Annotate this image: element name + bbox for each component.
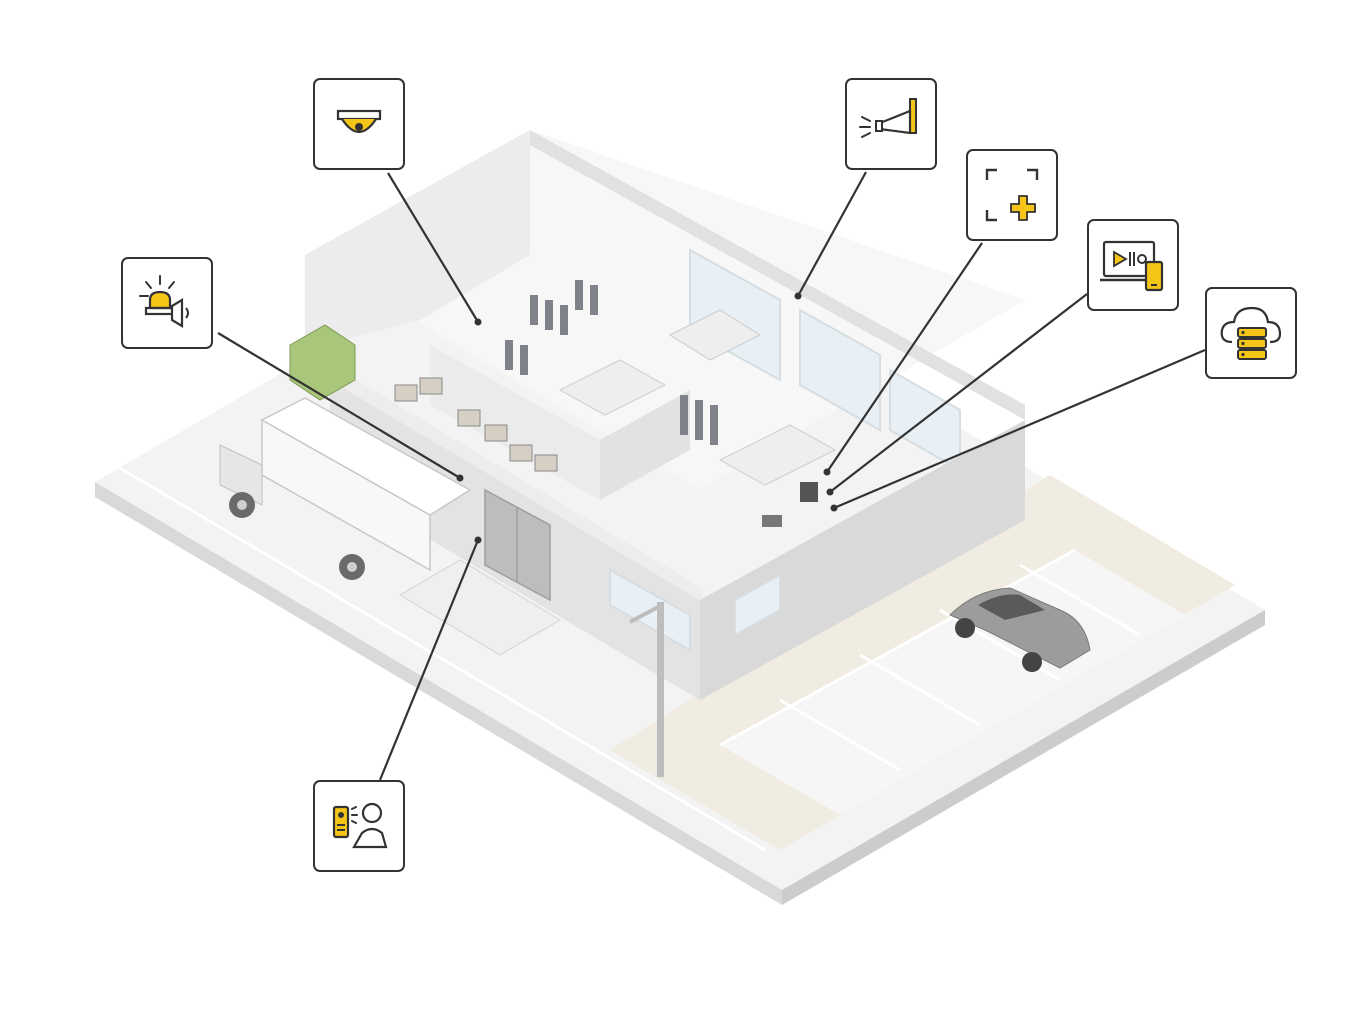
callout-cloud-storage: [1205, 287, 1297, 379]
street-light: [629, 602, 664, 777]
add-device-icon: [985, 168, 1039, 222]
leader-line-cloud-storage: [833, 348, 1206, 510]
dome-camera-icon: [336, 109, 382, 134]
parked-car: [949, 587, 1091, 672]
leader-line-video-management: [829, 293, 1088, 493]
callout-add-device: [966, 149, 1058, 241]
building: [305, 130, 1025, 700]
clothing-racks: [505, 280, 718, 445]
leader-line-add-device: [826, 242, 983, 473]
cloud-storage-icon: [1220, 306, 1282, 360]
dumpster: [289, 324, 356, 401]
callout-dome-camera: [313, 78, 405, 170]
leader-line-horn-speaker: [797, 171, 867, 297]
callout-strobe-siren: [121, 257, 213, 349]
callout-video-management: [1087, 219, 1179, 311]
delivery-truck: [219, 397, 472, 580]
checkout-counter: [762, 482, 818, 527]
display-tables: [558, 309, 837, 486]
loading-ramp: [399, 559, 561, 656]
leader-lines: [217, 171, 1206, 781]
leader-line-strobe-siren: [217, 332, 461, 479]
callout-horn-speaker: [845, 78, 937, 170]
leader-line-dome-camera: [387, 172, 479, 323]
intercom-access-icon: [332, 802, 388, 849]
strobe-siren-icon: [139, 275, 189, 328]
leader-line-intercom-access: [378, 539, 480, 781]
stock-shelves: [394, 377, 558, 472]
video-management-icon: [1100, 240, 1164, 292]
device-points: [456, 292, 838, 544]
callout-intercom-access: [313, 780, 405, 872]
horn-speaker-icon: [859, 98, 917, 138]
